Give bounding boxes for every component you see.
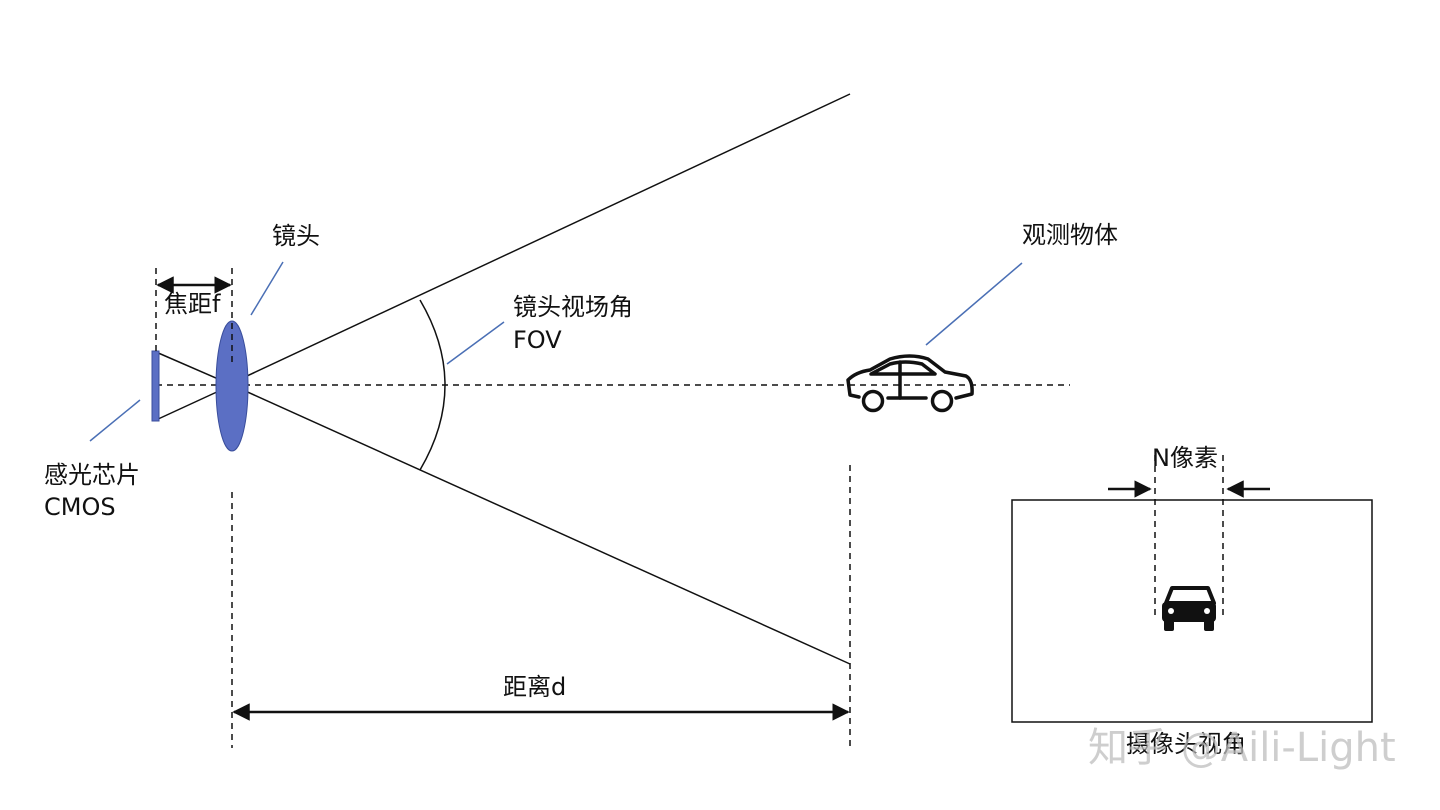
fov-label-cn: 镜头视场角 [513, 293, 633, 321]
car-front-icon [1162, 586, 1216, 631]
lens-ellipse [215, 320, 249, 452]
fov-arc [419, 299, 446, 471]
watermark: 知乎 @Aili-Light [1088, 725, 1396, 771]
sensor-label-en: CMOS [44, 493, 116, 521]
lens-label: 镜头 [272, 222, 320, 250]
cmos-sensor [151, 350, 160, 422]
fov-ray-upper [231, 93, 851, 384]
fov-ray-lower [231, 384, 851, 665]
camera-view-frame [1011, 499, 1373, 723]
sensor-label-cn: 感光芯片 [44, 461, 140, 489]
object-label: 观测物体 [1022, 221, 1118, 249]
camera-view-label: 摄像头视角 [1126, 730, 1246, 758]
fov-leader [446, 321, 505, 365]
lens-leader [250, 261, 284, 316]
sensor-leader [89, 399, 141, 442]
object-leader [925, 262, 1023, 346]
fov-label-en: FOV [513, 326, 562, 354]
car-side-icon [846, 354, 974, 413]
n-pixels-label: N像素 [1152, 444, 1218, 472]
focal-length-label: 焦距f [164, 290, 221, 318]
distance-label: 距离d [503, 673, 567, 701]
